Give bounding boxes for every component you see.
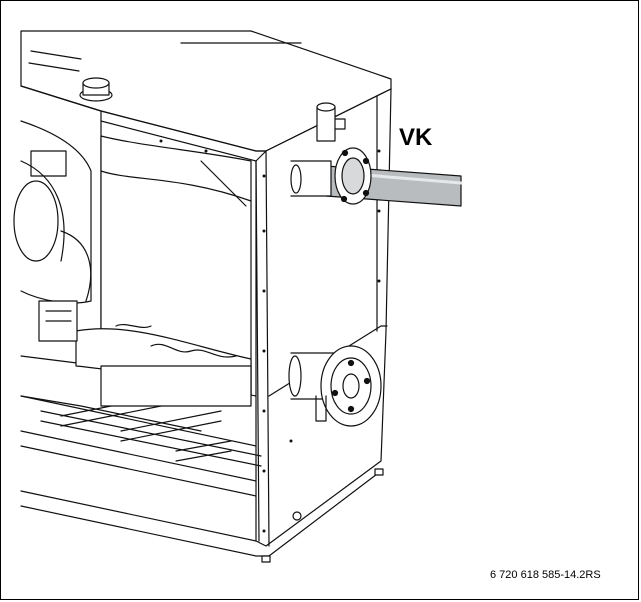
document-reference-number: 6 720 618 585-14.2RS (490, 569, 601, 581)
flue-outlet-pipe (290, 102, 463, 207)
support-feet (261, 468, 384, 563)
return-connection (288, 345, 382, 427)
top-connection-fitting (79, 77, 113, 102)
flue-outlet-label: VK (399, 124, 433, 151)
base-rails (20, 365, 262, 467)
panel-rivets (159, 139, 381, 533)
heat-exchanger-body (75, 135, 252, 397)
right-side-panel (255, 88, 392, 547)
burner-assembly (13, 120, 92, 342)
